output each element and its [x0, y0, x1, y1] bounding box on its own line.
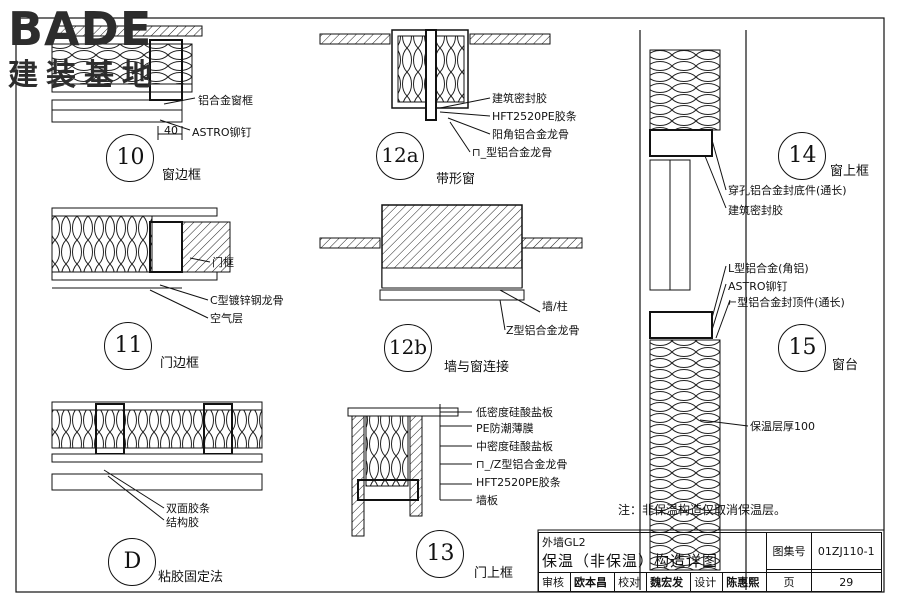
detail-13-label: 低密度硅酸盐板 [476, 406, 553, 419]
detail-11-number: 11 [114, 333, 143, 358]
detail-14-15-drawing [639, 30, 749, 590]
review-signature: 欧本昌 [569, 572, 616, 592]
detail-13-label: HFT2520PE胶条 [476, 476, 561, 489]
detail-D-badge [108, 538, 156, 586]
atlas-number: 01ZJ110-1 [810, 532, 883, 570]
sheet-border [15, 17, 885, 593]
title-block: 外墙GL2 保温（非保温）构造详图 图集号 01ZJ110-1 审核 欧本昌 校… [537, 532, 883, 592]
detail-13-label: 中密度硅酸盐板 [476, 440, 553, 453]
detail-12b-number: 12b [388, 335, 428, 359]
detail-15-number: 15 [788, 335, 817, 360]
design-signature: 陈惠熙 [722, 572, 768, 592]
detail-12b-caption: 墙与窗连接 [444, 360, 510, 375]
check-signature: 魏宏发 [646, 572, 692, 592]
detail-12b-drawing [319, 204, 583, 331]
detail-13-label: PE防潮薄膜 [476, 422, 534, 435]
detail-12a-label: HFT2520PE胶条 [492, 110, 577, 123]
detail-10-drawing [51, 25, 203, 140]
detail-D-caption: 粘胶固定法 [158, 570, 224, 585]
logo-tagline: 建装基地 [8, 58, 160, 93]
detail-12b-label: 墙/柱 [542, 300, 568, 313]
detail-12b-label: Z型铝合金龙骨 [506, 324, 580, 337]
detail-12a-caption: 带形窗 [436, 172, 476, 187]
logo-brand: BADE [8, 2, 153, 56]
detail-D-label: 双面胶条 [166, 502, 210, 515]
detail-11-label: 门框 [212, 256, 234, 269]
atlas-label: 图集号 [766, 532, 812, 570]
detail-15-label: ASTRO铆钉 [728, 280, 788, 293]
detail-13-drawing [347, 404, 472, 537]
detail-12a-label: 建筑密封胶 [492, 92, 547, 105]
detail-13-badge [416, 530, 464, 578]
detail-14-label: 穿孔铝合金封底件(通长) [728, 184, 847, 197]
detail-11-label: 空气层 [210, 312, 243, 325]
detail-D-label: 结构胶 [166, 516, 199, 529]
detail-11-label: C型镀锌钢龙骨 [210, 294, 284, 307]
review-label: 审核 [538, 572, 571, 592]
title-block-title: 保温（非保温）构造详图 [542, 552, 719, 570]
detail-11-drawing [51, 207, 231, 319]
detail-10-dimension: 40 [164, 124, 178, 137]
detail-10-caption: 窗边框 [162, 168, 202, 183]
detail-13-number: 13 [426, 541, 455, 566]
detail-15-label: ⌐型铝合金封顶件(通长) [728, 296, 845, 309]
title-block-subtitle: 外墙GL2 [542, 536, 586, 549]
detail-15-caption: 窗台 [832, 358, 859, 373]
general-note: 注：非保温构造仅取消保温层。 [618, 503, 787, 517]
detail-10-number: 10 [116, 145, 145, 170]
detail-10-label: 铝合金窗框 [198, 94, 253, 107]
detail-13-label: ⊓_/Z型铝合金龙骨 [476, 458, 568, 471]
detail-12b-badge [384, 324, 432, 372]
detail-12a-badge [376, 132, 424, 180]
detail-15-label: L型铝合金(角铝) [728, 262, 809, 275]
detail-12a-number: 12a [381, 143, 419, 167]
detail-11-caption: 门边框 [160, 356, 200, 371]
detail-D-drawing [51, 401, 263, 521]
logo: BADE 建装基地 [8, 2, 160, 94]
detail-15-label: 保温层厚100 [750, 420, 815, 433]
check-label: 校对 [614, 572, 648, 592]
detail-13-caption: 门上框 [474, 566, 514, 581]
detail-14-badge [778, 132, 826, 180]
detail-12a-label: ⊓_型铝合金龙骨 [472, 146, 553, 159]
detail-10-label: ASTRO铆钉 [192, 126, 252, 139]
detail-15-badge [778, 324, 826, 372]
detail-D-number: D [123, 549, 142, 574]
detail-14-label: 建筑密封胶 [728, 204, 783, 217]
page-number: 29 [810, 572, 883, 592]
detail-12a-drawing [319, 29, 551, 153]
detail-14-number: 14 [788, 143, 817, 168]
detail-11-badge [104, 322, 152, 370]
detail-10-badge [106, 134, 154, 182]
page-label: 页 [766, 572, 812, 592]
detail-13-label: 墙板 [476, 494, 498, 507]
detail-14-caption: 窗上框 [830, 164, 870, 179]
design-label: 设计 [690, 572, 724, 592]
detail-12a-label: 阳角铝合金龙骨 [492, 128, 569, 141]
